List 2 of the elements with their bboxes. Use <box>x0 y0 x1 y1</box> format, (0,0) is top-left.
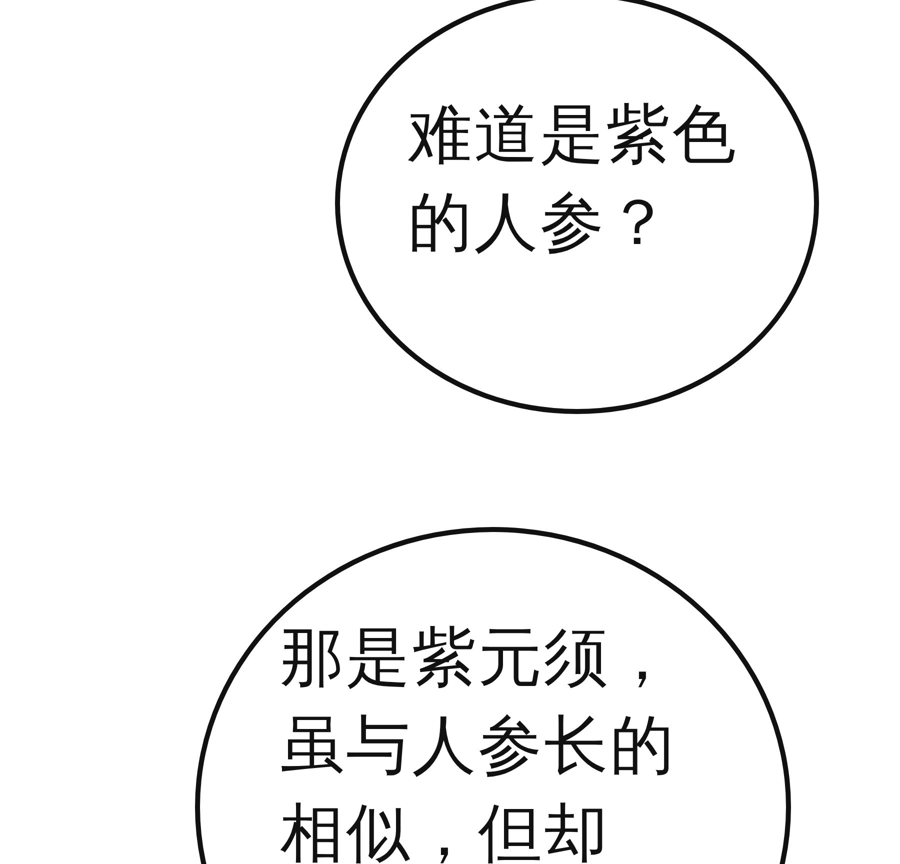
speech-text: 那是紫元须，虽与人参长的相似，但却 <box>280 620 677 864</box>
speech-text: 难道是紫色的人参？ <box>408 97 739 262</box>
